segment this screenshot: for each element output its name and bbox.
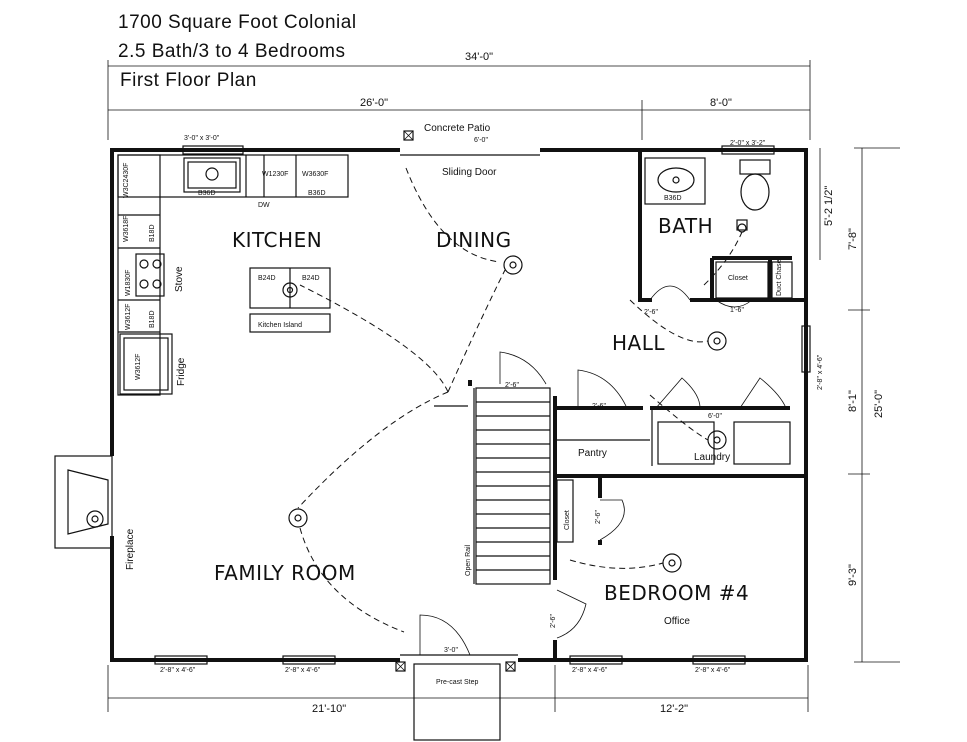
dim-right-mid: 8'-1" [847,390,859,412]
light-fixtures [288,223,747,573]
windows [154,145,811,665]
precast-step-label: Pre-cast Step [436,679,479,686]
cabinet-b36d-right: B36D [308,190,326,197]
switch-lines [297,167,743,633]
dim-pantry-door: 2'-6" [592,403,606,410]
fireplace: Fireplace [54,455,136,570]
laundry-label: Laundry [694,452,730,463]
kitchen-cabinets: B36D W1230F W3630F B36D DW W3C2430F W361… [117,154,349,396]
concrete-patio-label: Concrete Patio [424,123,491,134]
kitchen-island: B24D B24D Kitchen Island [249,267,331,333]
cabinet-b36d-sink: B36D [198,190,216,197]
kitchen-island-label: Kitchen Island [258,322,302,329]
cabinet-w3c2430f: W3C2430F [123,163,130,198]
dim-laundry-width: 6'-0" [708,413,722,420]
plan-title-line1: 1700 Square Foot Colonial [118,12,357,33]
dim-hall-door-b: 1'-6" [730,307,744,314]
open-rail-label: Open Rail [465,544,472,576]
dim-hall-door-a: 2'-6" [644,309,658,316]
dim-top-left: 26'-0" [360,97,388,109]
plan-title-line3: First Floor Plan [120,70,257,91]
dim-bottom-right: 12'-2" [660,703,688,715]
room-family: FAMILY ROOM [214,561,356,585]
exterior-walls [110,148,808,662]
room-kitchen: KITCHEN [232,228,322,252]
dim-stair-door: 2'-6" [505,382,519,389]
closet-hall-label: Closet [728,275,748,282]
cabinet-w3630f: W3630F [302,171,328,178]
sliding-door-label: Sliding Door [442,167,497,178]
bottom-dimensions: 21'-10" 12'-2" [107,665,809,715]
dim-window-bottom-1: 2'-8" x 4'-6" [160,667,196,674]
cabinet-b24d-b: B24D [302,275,320,282]
dim-kitchen-window: 3'-0" x 3'-0" [184,135,220,142]
dim-bath-window: 2'-0" x 3'-2" [730,140,766,147]
dim-window-bottom-3: 2'-8" x 4'-6" [572,667,608,674]
bedroom-closet: Closet 2'-6" 2'-6" [550,479,625,639]
bath-fixtures: B36D 2'-6" [644,157,771,316]
dim-right-bottom: 9'-3" [847,564,859,586]
top-dimensions: 34'-0" 26'-0" 8'-0" [107,51,811,140]
dim-bedroom-door: 2'-6" [550,614,557,628]
cabinet-b18d-b: B18D [149,310,156,328]
patio-area: Concrete Patio 6'-0" Sliding Door [403,123,497,178]
dim-hall-window: 2'-8" x 4'-6" [817,354,824,390]
room-bath: BATH [658,214,713,238]
duct-chase-label: Duct Chase [776,259,783,296]
dim-patio-door: 6'-0" [474,137,488,144]
right-dimensions: 25'-0" 7'-8" 5'-2 1/2" 8'-1" 9'-3" [819,147,900,663]
dim-right-total: 25'-0" [873,390,885,418]
room-hall: HALL [612,331,665,355]
hall-closet: Closet Duct Chase 1'-6" [715,259,793,314]
fridge-label: Fridge [176,357,187,386]
cabinet-b24d-a: B24D [258,275,276,282]
cabinet-b36d-bath: B36D [664,195,682,202]
pantry-label: Pantry [578,448,607,459]
pantry-laundry: 2'-6" Pantry 6'-0" Laundry [577,369,791,465]
fireplace-label: Fireplace [125,528,136,570]
room-bedroom4: BEDROOM #4 [604,581,749,605]
closet-bed-label: Closet [564,510,571,530]
stove-label: Stove [174,266,185,292]
interior-walls [434,150,806,660]
front-entry: 3'-0" Pre-cast Step [395,614,516,741]
dim-front-door: 3'-0" [444,647,458,654]
dim-closet-door: 2'-6" [595,510,602,524]
staircase: Open Rail 2'-6" [465,351,551,585]
cabinet-w3612f: W3612F [135,354,142,380]
cabinet-b18d-a: B18D [149,224,156,242]
cabinet-w3612f-upper: W3612F [125,304,132,330]
dim-bottom-left: 21'-10" [312,703,346,715]
cabinet-w1230f: W1230F [262,171,288,178]
room-dining: DINING [436,228,512,252]
dim-right-top-inner: 5'-2 1/2" [823,186,835,226]
dim-window-bottom-2: 2'-8" x 4'-6" [285,667,321,674]
cabinet-w1830f: W1830F [125,270,132,296]
room-bedroom4-subtitle: Office [664,616,690,627]
plan-title-line2: 2.5 Bath/3 to 4 Bedrooms [118,41,345,62]
cabinet-w3618f: W3618F [123,216,130,242]
dishwasher-label: DW [258,202,270,209]
dim-right-top: 7'-8" [847,228,859,250]
dim-overall-top: 34'-0" [465,51,493,63]
dim-window-bottom-4: 2'-8" x 4'-6" [695,667,731,674]
dim-top-right: 8'-0" [710,97,732,109]
